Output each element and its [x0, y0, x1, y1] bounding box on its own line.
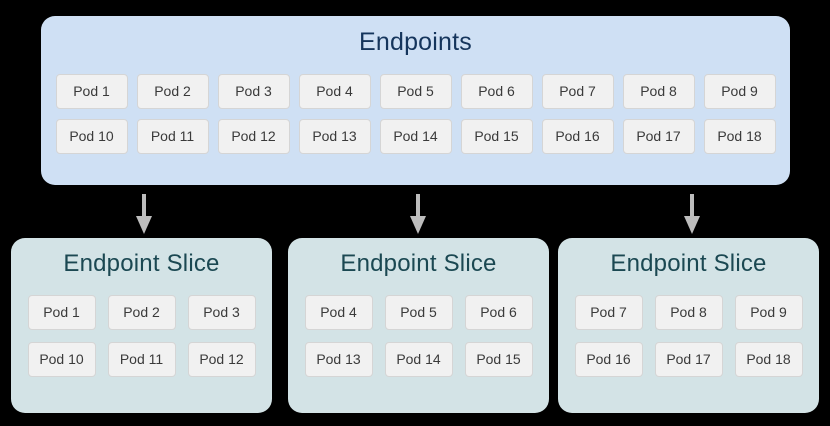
endpoint-slice-title: Endpoint Slice: [610, 250, 767, 277]
pod-chip[interactable]: Pod 18: [703, 119, 776, 154]
pod-row: Pod 1 Pod 2 Pod 3: [11, 295, 272, 330]
pod-chip[interactable]: Pod 12: [187, 342, 256, 377]
pod-row: Pod 4 Pod 5 Pod 6: [288, 295, 549, 330]
pod-chip[interactable]: Pod 9: [734, 295, 803, 330]
pod-chip[interactable]: Pod 9: [703, 74, 776, 109]
endpoint-slice-pod-grid: Pod 1 Pod 2 Pod 3 Pod 10 Pod 11 Pod 12: [11, 295, 272, 389]
pod-chip[interactable]: Pod 18: [734, 342, 803, 377]
pod-chip[interactable]: Pod 15: [464, 342, 533, 377]
pod-chip[interactable]: Pod 7: [574, 295, 643, 330]
pod-row: Pod 7 Pod 8 Pod 9: [558, 295, 819, 330]
pod-row: Pod 16 Pod 17 Pod 18: [558, 342, 819, 377]
endpoints-title: Endpoints: [359, 28, 472, 56]
pod-chip[interactable]: Pod 5: [384, 295, 453, 330]
arrow-shaft: [690, 194, 694, 219]
arrow-down-icon-3: [682, 194, 702, 234]
pod-chip[interactable]: Pod 17: [654, 342, 723, 377]
pod-chip[interactable]: Pod 2: [136, 74, 209, 109]
pod-chip[interactable]: Pod 14: [384, 342, 453, 377]
pod-chip[interactable]: Pod 7: [541, 74, 614, 109]
pod-chip[interactable]: Pod 8: [654, 295, 723, 330]
pod-chip[interactable]: Pod 8: [622, 74, 695, 109]
pod-chip[interactable]: Pod 11: [136, 119, 209, 154]
pod-chip[interactable]: Pod 13: [298, 119, 371, 154]
pod-chip[interactable]: Pod 1: [27, 295, 96, 330]
pod-chip[interactable]: Pod 11: [107, 342, 176, 377]
pod-chip[interactable]: Pod 3: [217, 74, 290, 109]
pod-chip[interactable]: Pod 10: [27, 342, 96, 377]
pod-chip[interactable]: Pod 1: [55, 74, 128, 109]
pod-chip[interactable]: Pod 17: [622, 119, 695, 154]
pod-chip[interactable]: Pod 15: [460, 119, 533, 154]
pod-chip[interactable]: Pod 6: [464, 295, 533, 330]
pod-chip[interactable]: Pod 10: [55, 119, 128, 154]
arrow-down-icon-1: [134, 194, 154, 234]
endpoint-slice-title: Endpoint Slice: [340, 250, 497, 277]
pod-chip[interactable]: Pod 16: [574, 342, 643, 377]
pod-chip[interactable]: Pod 3: [187, 295, 256, 330]
arrow-shaft: [416, 194, 420, 219]
pod-chip[interactable]: Pod 14: [379, 119, 452, 154]
pod-chip[interactable]: Pod 16: [541, 119, 614, 154]
endpoint-slice-pod-grid: Pod 7 Pod 8 Pod 9 Pod 16 Pod 17 Pod 18: [558, 295, 819, 389]
pod-row: Pod 10 Pod 11 Pod 12: [11, 342, 272, 377]
pod-chip[interactable]: Pod 13: [304, 342, 373, 377]
arrow-down-icon-2: [408, 194, 428, 234]
pod-chip[interactable]: Pod 2: [107, 295, 176, 330]
arrow-head: [410, 216, 426, 234]
pod-chip[interactable]: Pod 4: [298, 74, 371, 109]
pod-chip[interactable]: Pod 5: [379, 74, 452, 109]
arrow-head: [136, 216, 152, 234]
arrow-head: [684, 216, 700, 234]
pod-chip[interactable]: Pod 4: [304, 295, 373, 330]
arrow-shaft: [142, 194, 146, 219]
endpoint-slice-title: Endpoint Slice: [63, 250, 220, 277]
pod-chip[interactable]: Pod 12: [217, 119, 290, 154]
pod-row: Pod 13 Pod 14 Pod 15: [288, 342, 549, 377]
pod-chip[interactable]: Pod 6: [460, 74, 533, 109]
endpoint-slice-pod-grid: Pod 4 Pod 5 Pod 6 Pod 13 Pod 14 Pod 15: [288, 295, 549, 389]
